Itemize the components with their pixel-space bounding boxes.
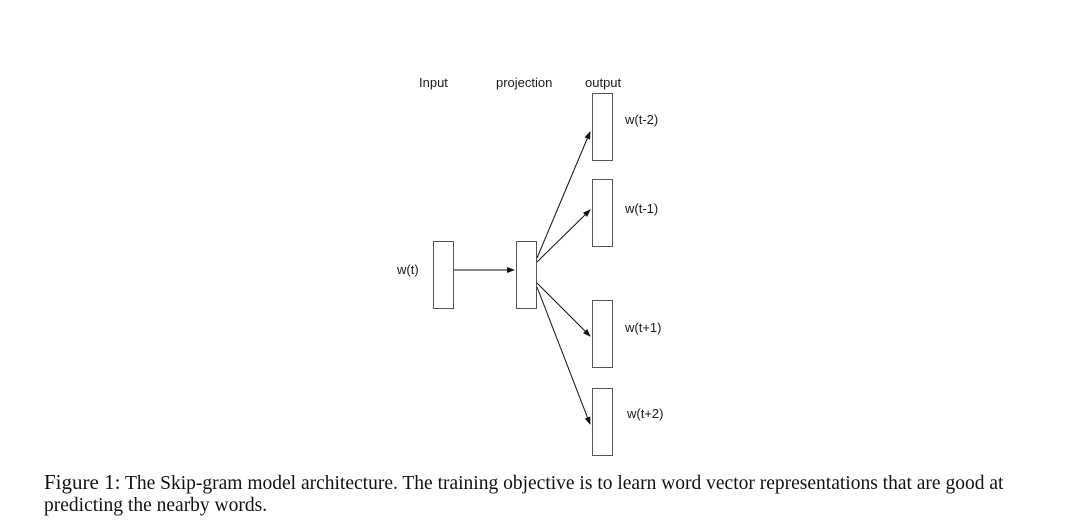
input-box bbox=[433, 241, 454, 309]
figure-caption: Figure 1: The Skip-gram model architectu… bbox=[44, 471, 1044, 517]
output-word-label: w(t+1) bbox=[624, 320, 661, 335]
output-box-t-plus-2 bbox=[592, 388, 613, 456]
projection-box bbox=[516, 241, 537, 309]
output-box-t-plus-1 bbox=[592, 300, 613, 368]
output-box-t-minus-2 bbox=[592, 93, 613, 161]
output-header: output bbox=[585, 75, 622, 90]
output-word-label: w(t-1) bbox=[624, 201, 658, 216]
input-word-label: w(t) bbox=[396, 262, 419, 277]
input-header: Input bbox=[419, 75, 448, 90]
output-box-t-minus-1 bbox=[592, 179, 613, 247]
projection-to-output-arrow bbox=[536, 282, 591, 337]
projection-header: projection bbox=[496, 75, 552, 90]
projection-to-output-arrow bbox=[536, 131, 591, 259]
output-word-label: w(t-2) bbox=[624, 112, 658, 127]
figure-number: Figure 1: bbox=[44, 470, 121, 494]
output-word-label: w(t+2) bbox=[626, 406, 663, 421]
projection-to-output-arrow bbox=[536, 209, 591, 263]
skip-gram-diagram: Input projection output w(t) w(t-2) w(t-… bbox=[396, 75, 663, 456]
caption-text: The Skip-gram model architecture. The tr… bbox=[44, 473, 1004, 516]
projection-to-output-arrow bbox=[536, 286, 591, 425]
